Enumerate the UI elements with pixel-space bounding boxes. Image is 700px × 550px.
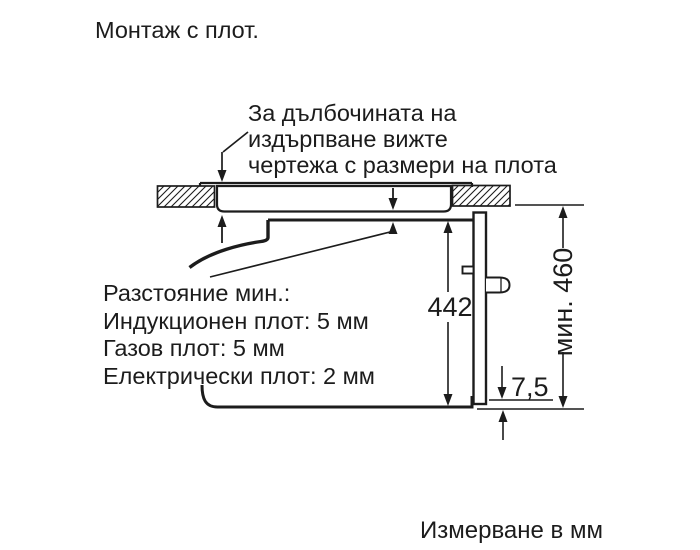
gap-arrow-down <box>388 198 398 210</box>
clearance-note-line-1: Разстояние мин.: <box>103 280 290 306</box>
dimension-niche-height: мин. 460 <box>477 204 584 410</box>
units-note: Измерване в мм <box>420 517 603 544</box>
dim-460-arrow-up <box>558 206 568 218</box>
pullout-note-line-3: чертежа с размери на плота <box>248 152 558 178</box>
dim-442-arrow-down <box>443 394 453 406</box>
dim-75-arrow-down <box>497 387 507 399</box>
dim-75-label: 7,5 <box>511 372 549 402</box>
oven-panel-tab <box>461 265 475 275</box>
oven-connector-bolt <box>486 276 511 294</box>
pullout-note-line-1: За дълбочината на <box>248 100 457 126</box>
cooktop <box>198 181 474 213</box>
clearance-note-line-2: Индукционен плот: 5 мм <box>103 308 369 334</box>
pullout-arrow-down <box>217 170 227 182</box>
gap-arrow-up-left <box>217 215 227 227</box>
pullout-note-line-2: издърпване вижте <box>248 126 448 152</box>
dim-75-arrow-up <box>498 410 508 422</box>
worktop-right-section <box>451 184 511 207</box>
worktop-left-section <box>156 185 216 208</box>
oven-bottom-edge <box>200 384 474 409</box>
cooktop-body <box>215 184 453 213</box>
clearance-note: Разстояние мин.: Индукционен плот: 5 мм … <box>103 188 398 389</box>
pullout-note: За дълбочината на издърпване вижте черте… <box>217 100 558 182</box>
clearance-note-line-3: Газов плот: 5 мм <box>103 335 285 361</box>
dim-460-arrow-down <box>558 396 568 408</box>
oven-front-top-profile <box>188 220 270 269</box>
dim-442-label: 442 <box>427 292 472 322</box>
dimension-oven-height: 442 <box>427 221 473 406</box>
clearance-leader-line <box>209 230 395 278</box>
oven-rear-panel <box>472 211 488 406</box>
worktop <box>156 184 511 208</box>
clearance-note-line-4: Електрически плот: 2 мм <box>103 363 375 389</box>
dim-460-label: мин. 460 <box>548 248 578 357</box>
oven <box>188 211 511 409</box>
dimension-bottom-gap: 7,5 <box>489 366 553 440</box>
page-title: Монтаж с плот. <box>95 17 259 43</box>
dim-442-arrow-up <box>443 221 453 233</box>
cooktop-glass-top <box>198 181 474 187</box>
pullout-leader-line <box>222 131 249 153</box>
